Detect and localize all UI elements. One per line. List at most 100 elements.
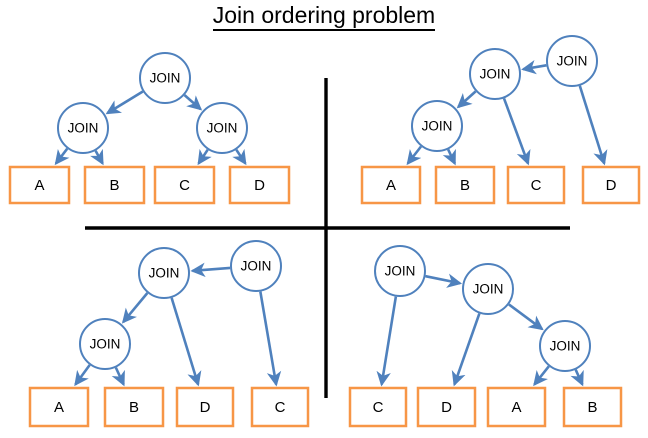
relation-box[interactable]: C <box>153 165 216 205</box>
relation-box[interactable]: C <box>506 165 566 205</box>
join-node[interactable]: JOIN <box>411 100 463 152</box>
join-node-label: JOIN <box>557 54 588 69</box>
join-node-label: JOIN <box>149 266 180 281</box>
relation-box[interactable]: B <box>562 386 623 428</box>
tree-edge <box>105 90 144 115</box>
join-node[interactable]: JOIN <box>539 320 591 372</box>
relation-box-label: B <box>587 399 597 416</box>
join-node-circle <box>79 318 131 370</box>
join-node-circle <box>462 263 514 315</box>
join-node-label: JOIN <box>480 67 511 82</box>
relation-box-rect <box>228 165 291 205</box>
join-node-circle <box>138 247 190 299</box>
relation-box[interactable]: A <box>486 386 547 428</box>
join-node-label: JOIN <box>385 264 416 279</box>
join-node-circle <box>230 240 282 292</box>
tree-edge <box>442 148 456 166</box>
edges-layer <box>54 59 608 387</box>
relation-box[interactable]: D <box>581 165 641 205</box>
join-node-label: JOIN <box>473 282 504 297</box>
tree-edge <box>90 148 104 166</box>
tree-edge <box>533 365 550 387</box>
join-node[interactable]: JOIN <box>138 247 190 299</box>
dividers-layer <box>85 78 570 398</box>
join-node-circle <box>546 35 598 87</box>
relation-box-label: B <box>460 177 470 194</box>
relation-box-label: C <box>373 399 384 416</box>
relation-box-label: C <box>275 399 286 416</box>
relation-box-rect <box>250 386 310 428</box>
tree-edge <box>197 148 212 166</box>
join-node-label: JOIN <box>90 337 121 352</box>
relation-box-rect <box>175 386 235 428</box>
relation-box-label: D <box>441 399 452 416</box>
join-node-circle <box>539 320 591 372</box>
join-node[interactable]: JOIN <box>79 318 131 370</box>
relation-box[interactable]: B <box>103 386 165 428</box>
join-node[interactable]: JOIN <box>546 35 598 87</box>
join-node-circle <box>374 245 426 297</box>
tree-edge <box>74 364 91 387</box>
tree-edge <box>578 85 608 166</box>
tree-edge <box>259 291 282 387</box>
relation-box-rect <box>581 165 641 205</box>
join-node-label: JOIN <box>550 339 581 354</box>
relation-box[interactable]: C <box>250 386 310 428</box>
relation-box[interactable]: D <box>228 165 291 205</box>
tree-edge <box>183 94 203 111</box>
tree-edge <box>456 90 477 109</box>
relation-box[interactable]: A <box>8 165 71 205</box>
relation-box-label: C <box>531 177 542 194</box>
relation-box-rect <box>8 165 71 205</box>
relation-box[interactable]: D <box>416 386 477 428</box>
join-node-circle <box>411 100 463 152</box>
relation-box-rect <box>434 165 496 205</box>
join-node-circle <box>57 102 109 154</box>
tree-edge <box>425 273 463 288</box>
tree-edge <box>54 147 70 166</box>
relation-box-label: A <box>54 399 64 416</box>
tree-edge <box>232 148 247 166</box>
join-node[interactable]: JOIN <box>57 102 109 154</box>
relation-box-rect <box>103 386 165 428</box>
relation-box[interactable]: C <box>348 386 408 428</box>
relation-box-rect <box>348 386 408 428</box>
tree-edge <box>376 296 398 387</box>
tree-edge <box>502 97 531 166</box>
tree-edge <box>170 297 202 387</box>
relation-box-label: B <box>109 177 119 194</box>
relation-box[interactable]: B <box>434 165 496 205</box>
relation-box[interactable]: D <box>175 386 235 428</box>
tree-edge <box>570 369 584 387</box>
relation-box[interactable]: A <box>360 165 422 205</box>
relation-box-rect <box>153 165 216 205</box>
relation-box-label: D <box>254 177 265 194</box>
tree-edge <box>508 303 544 331</box>
page-title: Join ordering problem <box>0 2 648 31</box>
join-node-circle <box>469 48 521 100</box>
tree-edge <box>406 145 423 166</box>
join-node-circle <box>196 102 248 154</box>
tree-edge <box>521 59 547 75</box>
relation-box-rect <box>360 165 422 205</box>
relation-box-rect <box>486 386 547 428</box>
relation-box-rect <box>506 165 566 205</box>
join-node[interactable]: JOIN <box>196 102 248 154</box>
join-node[interactable]: JOIN <box>469 48 521 100</box>
tree-edge <box>121 292 149 324</box>
relation-box-rect <box>416 386 477 428</box>
join-node-circle <box>139 52 191 104</box>
tree-edge <box>111 367 125 387</box>
join-node-label: JOIN <box>207 121 238 136</box>
join-node[interactable]: JOIN <box>139 52 191 104</box>
relation-box[interactable]: B <box>83 165 146 205</box>
relation-box-rect <box>562 386 623 428</box>
join-node[interactable]: JOIN <box>462 263 514 315</box>
relation-box-label: C <box>179 177 190 194</box>
join-node[interactable]: JOIN <box>374 245 426 297</box>
tree-edge <box>451 313 481 387</box>
join-node[interactable]: JOIN <box>230 240 282 292</box>
relation-box[interactable]: A <box>28 386 90 428</box>
